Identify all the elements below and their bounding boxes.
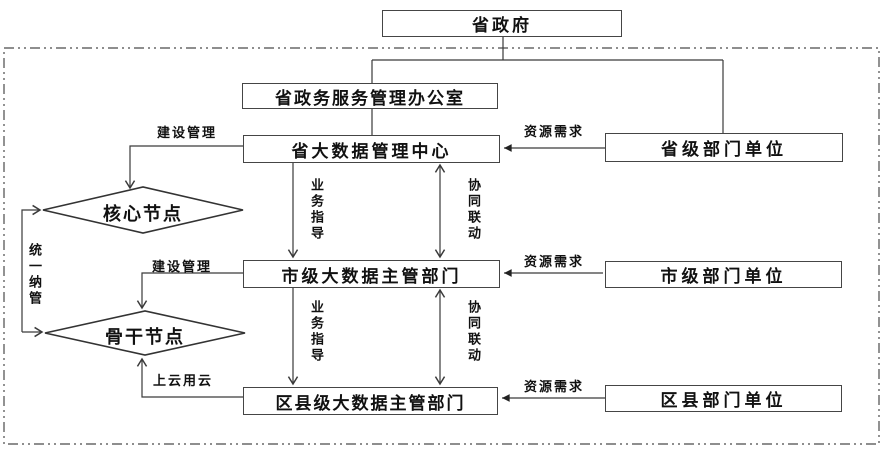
label-build-management-mid: 建设管理 [151,260,212,275]
node-provincial-government: 省政府 [382,10,622,37]
label-business-guidance-bottom: 业务指导 [308,300,323,364]
edge-unified-vertical [21,204,42,332]
label-cloud-use: 上云用云 [152,374,213,389]
label-collaboration-top: 协同联动 [465,178,480,242]
node-provincial-bigdata-center: 省大数据管理中心 [243,135,500,163]
label-collaboration-bottom: 协同联动 [465,300,480,364]
label-backbone-node: 骨干节点 [105,327,185,348]
node-provincial-dept-units: 省级部门单位 [605,133,843,162]
diamond-backbone-node [44,310,246,356]
node-county-bigdata-authority: 区县级大数据主管部门 [243,387,498,415]
edge-build-mid [136,272,243,310]
edge-build-top [124,145,243,190]
label-build-management-top: 建设管理 [156,126,217,141]
node-county-dept-units: 区县部门单位 [605,385,842,412]
node-city-dept-units: 市级部门单位 [605,261,842,288]
label-business-guidance-top: 业务指导 [308,178,323,242]
diamond-core-node [42,186,244,234]
node-gov-service-office: 省政务服务管理办公室 [242,83,498,109]
dashed-boundary [3,47,880,445]
label-resource-demand-mid: 资源需求 [523,255,584,270]
label-resource-demand-bottom: 资源需求 [523,380,584,395]
edge-cloud-use [136,357,243,398]
node-city-bigdata-authority: 市级大数据主管部门 [243,260,500,288]
label-core-node: 核心节点 [103,204,183,225]
label-unified-management: 统一纳管 [26,243,41,307]
label-resource-demand-top: 资源需求 [523,125,584,140]
